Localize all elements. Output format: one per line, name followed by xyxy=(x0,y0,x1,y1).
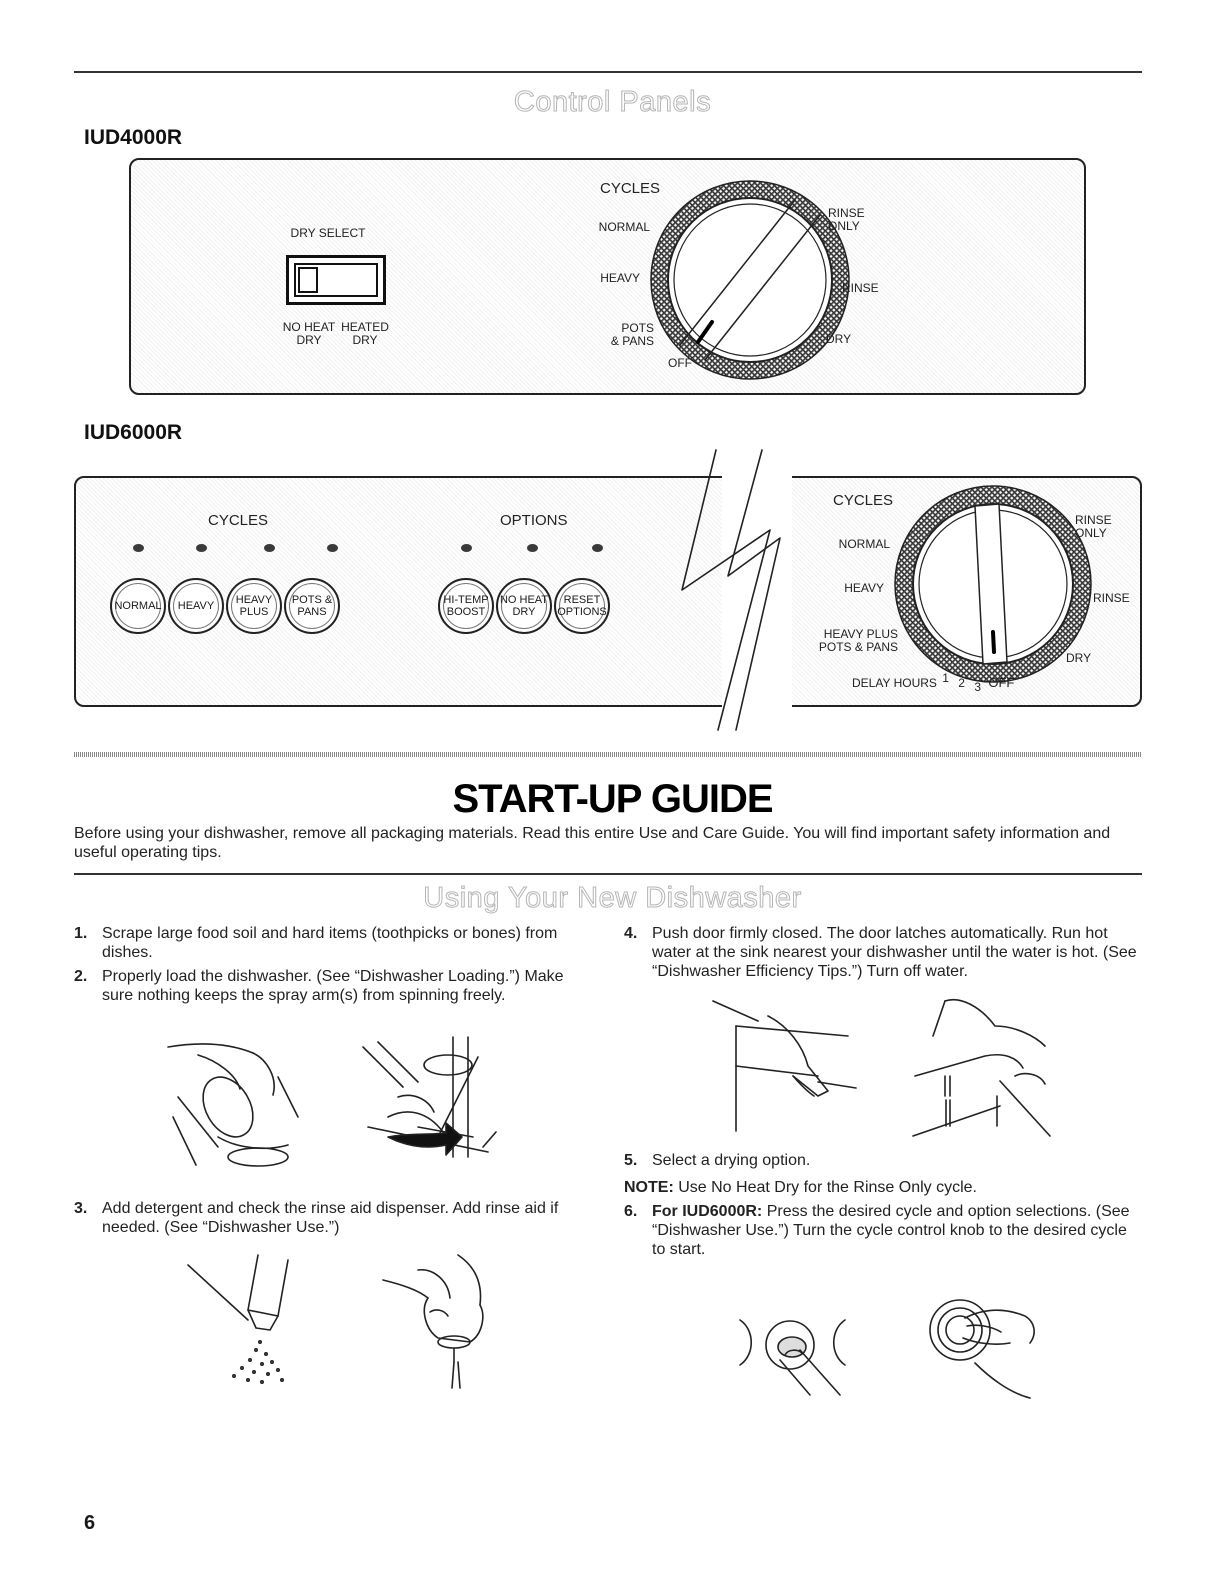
note-no-heat-dry: NOTE: Use No Heat Dry for the Rinse Only… xyxy=(624,1179,977,1196)
model-label-iud4000r: IUD4000R xyxy=(84,126,183,149)
load-rack-illustration xyxy=(362,1036,497,1158)
dial1-off-label: OFF xyxy=(668,356,692,370)
dial1-dry-label: DRY xyxy=(826,332,852,346)
section-heading-control-panels: Control Panels xyxy=(513,86,712,119)
section-rule xyxy=(74,873,1142,875)
step-5: 5.Select a drying option. xyxy=(624,1152,811,1169)
panel-break-symbol xyxy=(681,449,792,731)
dial1-normal-label: NORMAL xyxy=(598,220,650,234)
dial2-delay-hours-label: DELAY HOURS 1 2 3 OFF xyxy=(852,671,1015,694)
turn-knob-illustration xyxy=(929,1299,1035,1399)
section-heading-using-dishwasher: Using Your New Dishwasher xyxy=(423,882,802,915)
scrape-dishes-illustration xyxy=(167,1043,299,1167)
detergent-powder-illustration xyxy=(187,1254,289,1385)
dial2-rinse-label: RINSE xyxy=(1093,591,1130,605)
step-1: 1.Scrape large food soil and hard items … xyxy=(74,925,558,961)
close-door-illustration xyxy=(712,1000,857,1132)
step-2: 2.Properly load the dishwasher. (See “Di… xyxy=(74,968,564,1004)
faucet-illustration xyxy=(912,999,1051,1137)
dial1-rinse-label: RINSE xyxy=(842,281,879,295)
step-6: 6.For IUD6000R: Press the desired cycle … xyxy=(624,1203,1130,1258)
dial2-cycles-label: CYCLES xyxy=(833,492,894,509)
option-indicator-led xyxy=(461,544,472,552)
press-button-illustration xyxy=(739,1319,846,1396)
dial1-pots-pans-label: POTS& PANS xyxy=(610,321,654,348)
step-4: 4.Push door firmly closed. The door latc… xyxy=(624,925,1137,980)
option-indicator-led xyxy=(527,544,538,552)
dry-select-rocker-switch[interactable] xyxy=(286,255,386,305)
intro-paragraph: Before using your dishwasher, remove all… xyxy=(74,825,1111,861)
cycle-button-normal[interactable]: NORMAL xyxy=(110,578,166,634)
options-label-panel2: OPTIONS xyxy=(500,512,568,529)
cycles-label-panel2: CYCLES xyxy=(208,512,269,529)
dry-select-label: DRY SELECT xyxy=(290,226,366,240)
main-title: START-UP GUIDE xyxy=(452,777,773,821)
cycle-dial-panel1[interactable] xyxy=(650,180,850,380)
dial2-heavy-plus-label: HEAVY PLUS xyxy=(823,627,898,641)
cycle-indicator-led xyxy=(196,544,207,552)
option-indicator-led xyxy=(592,544,603,552)
dotted-divider xyxy=(74,752,1142,757)
page-number: 6 xyxy=(84,1512,96,1534)
cycle-indicator-led xyxy=(264,544,275,552)
dial2-dry-label: DRY xyxy=(1066,651,1092,665)
cycles-label-panel1: CYCLES xyxy=(600,180,661,197)
cycle-indicator-led xyxy=(327,544,338,552)
rinse-aid-bottle-illustration xyxy=(382,1254,484,1389)
dial1-heavy-label: HEAVY xyxy=(600,271,640,285)
cycle-dial-panel2[interactable] xyxy=(893,484,1093,684)
cycle-button-pots-pans[interactable]: POTS &PANS xyxy=(284,578,340,634)
step-3: 3.Add detergent and check the rinse aid … xyxy=(74,1200,559,1236)
model-label-iud6000r: IUD6000R xyxy=(84,421,183,444)
cycle-indicator-led xyxy=(133,544,144,552)
dial2-heavy-label: HEAVY xyxy=(844,581,884,595)
cycle-button-heavy[interactable]: HEAVY xyxy=(168,578,224,634)
dial2-pots-pans-label: POTS & PANS xyxy=(818,640,898,654)
dial2-normal-label: NORMAL xyxy=(838,537,890,551)
top-rule xyxy=(74,71,1142,73)
